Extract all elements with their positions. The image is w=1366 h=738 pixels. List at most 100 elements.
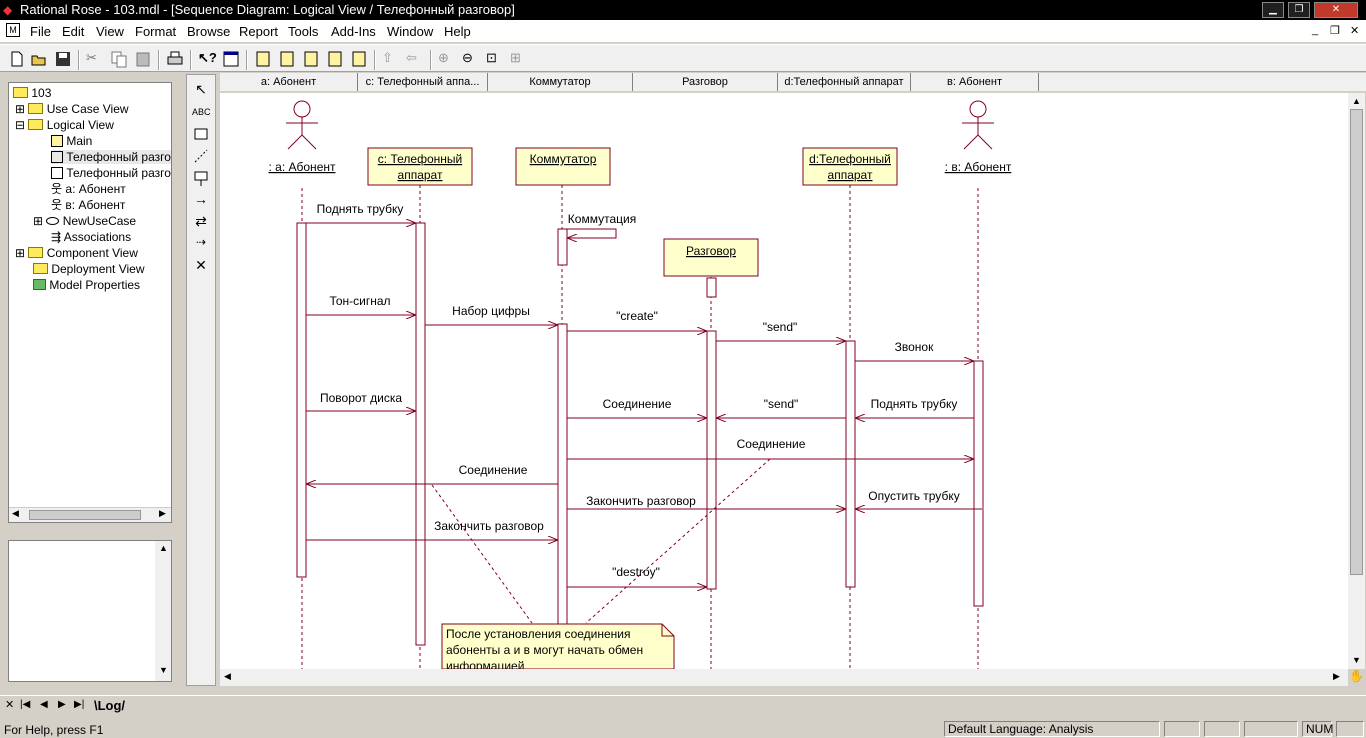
doc-vscroll[interactable]: ▲ ▼: [155, 541, 171, 681]
msg-label-2[interactable]: Коммутация: [568, 212, 636, 226]
browse-class-diagram-icon[interactable]: [254, 50, 272, 68]
note-tool-icon[interactable]: [192, 125, 210, 143]
scroll-up-icon[interactable]: ▲: [159, 543, 168, 553]
browse-parent-icon[interactable]: ⇧: [382, 50, 393, 65]
msg-label-9[interactable]: Соединение: [603, 397, 672, 411]
scroll-left-icon[interactable]: ◀: [12, 508, 19, 518]
msg-label-5[interactable]: "create": [616, 309, 658, 323]
browse-previous-icon[interactable]: ⇦: [406, 50, 417, 65]
object-phone-c[interactable]: [367, 147, 473, 186]
actor-a-figure[interactable]: [286, 100, 318, 150]
header-switch[interactable]: Коммутатор: [488, 73, 633, 91]
menu-window[interactable]: Window: [387, 24, 434, 39]
msg-label-14[interactable]: Закончить разговор: [586, 494, 696, 508]
tree-item-actor-a[interactable]: 웃 а: Абонент: [51, 182, 126, 196]
menu-tools[interactable]: Tools: [288, 24, 319, 39]
tab-first-icon[interactable]: |◀: [20, 699, 31, 710]
mdi-close-icon[interactable]: ✕: [1350, 25, 1360, 37]
copy-icon[interactable]: [110, 50, 128, 68]
object-message-tool-icon[interactable]: →: [194, 191, 208, 207]
msg-label-12[interactable]: Соединение: [737, 437, 806, 451]
activation-actor-a[interactable]: [296, 222, 307, 578]
text-tool-icon[interactable]: ABC: [192, 107, 211, 117]
maximize-button[interactable]: ❐: [1288, 2, 1310, 18]
browser-scroll-thumb[interactable]: [29, 510, 141, 520]
tree-item-use-case-view[interactable]: ⊞ Use Case View: [15, 102, 129, 116]
anchor-note-tool-icon[interactable]: [192, 147, 210, 165]
browse-interaction-diagram-icon[interactable]: [278, 50, 296, 68]
tree-root[interactable]: 103: [13, 86, 51, 100]
zoom-out-icon[interactable]: ⊖: [462, 50, 473, 65]
actor-a-label[interactable]: : а: Абонент: [269, 160, 336, 174]
view-documentation-icon[interactable]: [222, 50, 240, 68]
activation-actor-b[interactable]: [973, 360, 984, 607]
tab-last-icon[interactable]: ▶|: [74, 699, 85, 710]
save-icon[interactable]: [54, 50, 72, 68]
close-button[interactable]: ✕: [1314, 2, 1358, 18]
msg-label-6[interactable]: "send": [763, 320, 798, 334]
header-actor-a[interactable]: а: Абонент: [220, 73, 358, 91]
object-conversation[interactable]: [663, 238, 759, 277]
scroll-left-icon[interactable]: ◀: [224, 671, 231, 681]
undo-fit-icon[interactable]: ⊞: [510, 50, 521, 65]
header-actor-b[interactable]: в: Абонент: [911, 73, 1039, 91]
mdi-minimize-icon[interactable]: _: [1312, 24, 1319, 36]
tree-item-model-properties[interactable]: Model Properties: [33, 278, 140, 292]
minimize-button[interactable]: ▁: [1262, 2, 1284, 18]
tree-item-new-use-case[interactable]: ⊞ NewUseCase: [33, 214, 137, 228]
actor-b-figure[interactable]: [962, 100, 994, 150]
cut-icon[interactable]: ✂: [86, 50, 97, 65]
scroll-right-icon[interactable]: ▶: [159, 508, 166, 518]
diagram-hscroll[interactable]: ◀ ▶: [220, 669, 1348, 686]
open-icon[interactable]: [30, 50, 48, 68]
msg-label-16[interactable]: Закончить разговор: [434, 519, 544, 533]
browse-deployment-diagram-icon[interactable]: [326, 50, 344, 68]
paste-icon[interactable]: [134, 50, 152, 68]
header-phone-d[interactable]: d:Телефонный аппарат: [778, 73, 911, 91]
tab-next-icon[interactable]: ▶: [58, 699, 66, 710]
context-help-icon[interactable]: ↖?: [198, 50, 217, 65]
diagram-canvas[interactable]: : а: Абонент : в: Абонент c: Телефонный …: [220, 93, 1348, 673]
activation-switch-1[interactable]: [557, 228, 568, 266]
activation-phone-d[interactable]: [845, 340, 856, 588]
selection-tool-icon[interactable]: ↖: [195, 81, 207, 97]
actor-b-label[interactable]: : в: Абонент: [945, 160, 1012, 174]
fit-in-window-icon[interactable]: ⊡: [486, 50, 497, 65]
msg-label-3[interactable]: Тон-сигнал: [329, 294, 390, 308]
msg-label-11[interactable]: Поднять трубку: [871, 397, 958, 411]
tree-item-associations[interactable]: ⇶ Associations: [51, 230, 131, 244]
tree-item-component-view[interactable]: ⊞ Component View: [15, 246, 138, 260]
scroll-down-icon[interactable]: ▼: [1352, 655, 1361, 665]
header-phone-c[interactable]: c: Телефонный аппа...: [358, 73, 488, 91]
tree-item-collaboration-diagram[interactable]: Телефонный разговор: [51, 166, 171, 180]
msg-label-13[interactable]: Соединение: [459, 463, 528, 477]
print-icon[interactable]: [166, 50, 184, 68]
tree-item-actor-b[interactable]: 웃 в: Абонент: [51, 198, 125, 212]
menu-file[interactable]: File: [30, 24, 51, 39]
menu-help[interactable]: Help: [444, 24, 471, 39]
message-to-self-tool-icon[interactable]: ⇄: [195, 213, 207, 229]
pan-hand-icon[interactable]: ✋: [1349, 669, 1364, 683]
tree-item-logical-view[interactable]: ⊟ Logical View: [15, 118, 114, 132]
documentation-window[interactable]: ▲ ▼: [8, 540, 172, 682]
note-box[interactable]: [441, 623, 675, 670]
browse-state-diagram-icon[interactable]: [350, 50, 368, 68]
activation-conversation-2[interactable]: [706, 330, 717, 590]
destruction-marker-tool-icon[interactable]: ✕: [195, 257, 207, 273]
return-message-tool-icon[interactable]: ⇢: [195, 235, 207, 249]
activation-conversation-1[interactable]: [706, 277, 717, 298]
scroll-right-icon[interactable]: ▶: [1333, 671, 1340, 681]
menu-edit[interactable]: Edit: [62, 24, 85, 39]
header-conversation[interactable]: Разговор: [633, 73, 778, 91]
menu-format[interactable]: Format: [135, 24, 177, 39]
mdi-restore-icon[interactable]: ❐: [1330, 25, 1340, 37]
new-icon[interactable]: [8, 50, 26, 68]
object-phone-d[interactable]: [802, 147, 898, 186]
msg-label-17[interactable]: "destroy": [612, 565, 660, 579]
msg-label-15[interactable]: Опустить трубку: [868, 489, 959, 503]
tree-item-deployment-view[interactable]: Deployment View: [33, 262, 145, 276]
activation-switch-2[interactable]: [557, 323, 568, 670]
menu-view[interactable]: View: [96, 24, 124, 39]
scroll-down-icon[interactable]: ▼: [159, 665, 168, 675]
tab-prev-icon[interactable]: ◀: [40, 699, 48, 710]
